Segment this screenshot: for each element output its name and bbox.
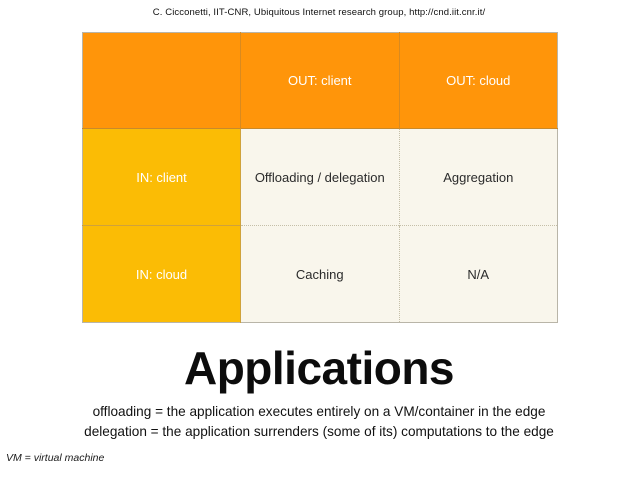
matrix-corner-cell — [82, 32, 241, 129]
cell-offloading-delegation: Offloading / delegation — [240, 128, 400, 226]
footnote-vm-definition: VM = virtual machine — [6, 452, 105, 464]
subtitle-block: offloading = the application executes en… — [0, 402, 638, 443]
matrix-row-in-cloud: IN: cloud Caching N/A — [82, 225, 558, 323]
cell-aggregation: Aggregation — [399, 128, 558, 226]
subtitle-line-delegation: delegation = the application surrenders … — [84, 424, 554, 440]
column-header-out-client: OUT: client — [240, 32, 400, 129]
row-header-in-client: IN: client — [82, 128, 241, 226]
credit-text: C. Cicconetti, IIT-CNR, Ubiquitous Inter… — [152, 6, 486, 18]
page-title: Applications — [183, 342, 455, 394]
applications-matrix: OUT: client OUT: cloud IN: client Offloa… — [82, 32, 558, 323]
matrix-row-in-client: IN: client Offloading / delegation Aggre… — [82, 128, 558, 226]
subtitle-line-offloading: offloading = the application executes en… — [92, 404, 546, 419]
cell-na: N/A — [399, 225, 558, 323]
row-header-in-cloud: IN: cloud — [82, 225, 241, 323]
credit-bar: C. Cicconetti, IIT-CNR, Ubiquitous Inter… — [0, 0, 638, 24]
matrix-header-row: OUT: client OUT: cloud — [82, 32, 558, 129]
column-header-out-cloud: OUT: cloud — [399, 32, 558, 129]
cell-caching: Caching — [240, 225, 400, 323]
